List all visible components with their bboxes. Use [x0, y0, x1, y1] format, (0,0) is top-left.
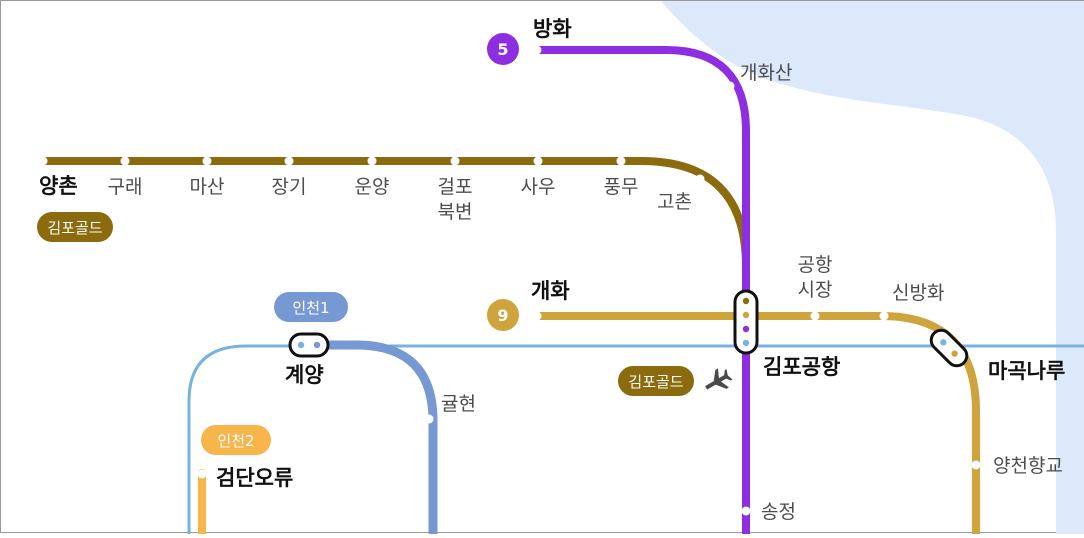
station-label-yangchon: 양촌 — [39, 174, 78, 198]
gimpo-gold-line — [41, 157, 750, 311]
station-dot-gaehwa[interactable] — [532, 311, 542, 321]
station-label-masan: 마산 — [190, 176, 225, 198]
station-label-geolpo-line2: 북변 — [438, 201, 473, 223]
line5-stations — [532, 45, 751, 516]
station-dot-gyulhyeon[interactable] — [424, 414, 434, 424]
station-label-gurae: 구래 — [108, 176, 143, 198]
station-label-janggi: 장기 — [272, 176, 307, 198]
gimpo-gold-stations — [38, 156, 705, 184]
station-dot-yangcheon-hyanggyo[interactable] — [971, 460, 981, 470]
incheon1-badge: 인천1 — [274, 292, 348, 322]
station-label-gaehwa: 개화 — [531, 279, 570, 303]
station-label-airport-market-line2: 시장 — [798, 279, 833, 301]
gimpo-gold-badge-left: 김포골드 — [37, 212, 113, 242]
station-label-magongnaru: 마곡나루 — [988, 359, 1065, 383]
station-dot-yangchon[interactable] — [38, 156, 48, 166]
transfer-marker-magongnaru[interactable] — [927, 326, 971, 370]
line-5 — [536, 46, 750, 534]
station-label-gyulhyeon: 귤현 — [441, 393, 476, 415]
station-label-gyeyang: 계양 — [285, 363, 324, 387]
station-dot-gochon[interactable] — [695, 174, 705, 184]
station-label-airport-market-line1: 공항 — [798, 254, 833, 276]
station-label-gochon: 고촌 — [657, 191, 692, 213]
station-dot-unyang[interactable] — [367, 156, 377, 166]
line9-badge-number: 9 — [497, 306, 508, 325]
station-dot-sau[interactable] — [533, 156, 543, 166]
incheon2-badge-label: 인천2 — [217, 432, 254, 450]
gimpo-gold-badge-left-label: 김포골드 — [47, 219, 102, 237]
line9-stations — [532, 311, 981, 470]
station-dot-sinbanghwa[interactable] — [879, 311, 889, 321]
station-label-songjeong: 송정 — [761, 501, 796, 523]
station-label-unyang: 운양 — [355, 176, 390, 198]
station-dot-airport-market[interactable] — [810, 311, 820, 321]
station-dot-janggi[interactable] — [284, 156, 294, 166]
incheon1-badge-label: 인천1 — [292, 299, 329, 317]
station-label-yangcheon-hyanggyo: 양천향교 — [993, 455, 1063, 477]
station-label-banghwa: 방화 — [533, 17, 572, 41]
station-label-geolpo-line1: 걸포 — [438, 176, 473, 198]
station-dot-pungmu[interactable] — [616, 156, 626, 166]
station-dot-masan[interactable] — [202, 156, 212, 166]
station-dot-gaehwasan[interactable] — [725, 81, 735, 91]
station-dot-geolpo[interactable] — [450, 156, 460, 166]
river — [661, 1, 1084, 534]
line5-badge-number: 5 — [497, 40, 508, 59]
station-dot-gurae[interactable] — [120, 156, 130, 166]
gimpo-gold-badge-airport-label: 김포골드 — [628, 373, 683, 391]
station-dot-banghwa[interactable] — [532, 45, 542, 55]
line5-badge: 5 — [487, 33, 519, 65]
station-label-sinbanghwa: 신방화 — [892, 282, 944, 304]
airport-railroad-line — [187, 344, 1084, 534]
airplane-icon — [705, 368, 733, 390]
transfer-marker-gyeyang[interactable] — [288, 332, 330, 358]
station-dot-geomdan-oryu[interactable] — [197, 469, 207, 479]
gimpo-gold-badge-airport: 김포골드 — [618, 366, 694, 396]
transfer-marker-gimpo-airport[interactable] — [733, 289, 759, 355]
station-label-sau: 사우 — [521, 176, 556, 198]
station-label-pungmu: 풍무 — [604, 176, 639, 198]
station-label-gimpo-airport: 김포공항 — [763, 355, 840, 379]
incheon-line-1 — [309, 340, 438, 534]
incheon2-badge: 인천2 — [201, 425, 271, 455]
station-label-geomdan-oryu: 검단오류 — [216, 466, 293, 490]
station-dot-songjeong[interactable] — [741, 506, 751, 516]
line9-badge: 9 — [487, 299, 519, 331]
station-label-gaehwasan: 개화산 — [740, 62, 792, 84]
